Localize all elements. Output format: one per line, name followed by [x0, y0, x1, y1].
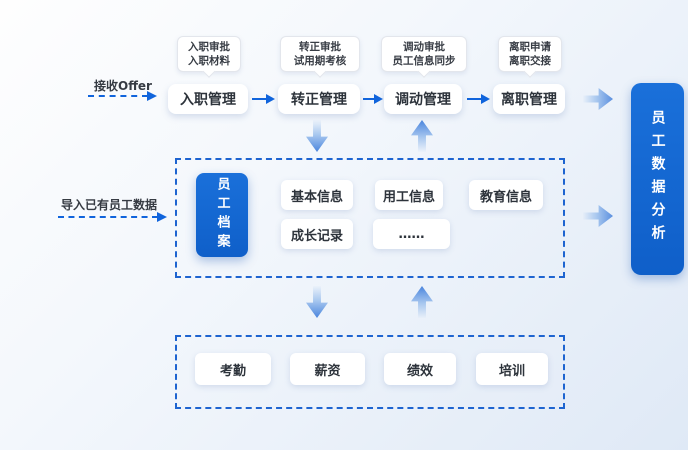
callout-line: 转正审批 [299, 41, 341, 53]
employee-archive-box: 员工档案 [196, 173, 248, 257]
callout-line: 入职审批 [188, 41, 230, 53]
gradient-arrow-down-icon [306, 286, 328, 318]
callout-line: 入职材料 [188, 55, 230, 67]
node-transfer-mgmt: 调动管理 [384, 84, 462, 114]
callout-line: 调动审批 [403, 41, 445, 53]
employee-data-analysis-box: 员工数据分析 [631, 83, 684, 275]
arrow-right-icon [363, 94, 383, 104]
card-training: 培训 [476, 353, 548, 385]
callout-line: 试用期考核 [293, 55, 347, 67]
gradient-arrow-up-icon [411, 286, 433, 318]
card-ellipsis: …… [373, 219, 450, 249]
node-resignation-mgmt: 离职管理 [493, 84, 565, 114]
card-performance: 绩效 [384, 353, 456, 385]
import-data-label: 导入已有员工数据 [60, 198, 157, 212]
callout-confirmation: 转正审批 试用期考核 [280, 36, 360, 78]
dashed-arrow-right-icon [88, 91, 157, 101]
gradient-arrow-right-icon [583, 205, 613, 227]
callout-transfer: 调动审批 员工信息同步 [381, 36, 467, 78]
card-attendance: 考勤 [195, 353, 271, 385]
card-basic-info: 基本信息 [281, 180, 353, 210]
callout-onboarding: 入职审批 入职材料 [177, 36, 241, 78]
gradient-arrow-up-icon [411, 120, 433, 152]
card-employment-info: 用工信息 [375, 180, 443, 210]
arrow-right-icon [467, 94, 490, 104]
callout-resignation: 离职申请 离职交接 [498, 36, 562, 78]
gradient-arrow-down-icon [306, 120, 328, 152]
dashed-arrow-right-icon [58, 212, 167, 222]
callout-line: 离职申请 [509, 41, 551, 53]
node-onboarding-mgmt: 入职管理 [168, 84, 248, 114]
callout-line: 离职交接 [509, 55, 551, 67]
card-payroll: 薪资 [290, 353, 365, 385]
receive-offer-label: 接收Offer [94, 79, 152, 93]
arrow-right-icon [252, 94, 275, 104]
card-education-info: 教育信息 [469, 180, 543, 210]
callout-line: 员工信息同步 [392, 55, 456, 67]
card-growth-record: 成长记录 [281, 219, 353, 249]
gradient-arrow-right-icon [583, 88, 613, 110]
node-confirmation-mgmt: 转正管理 [278, 84, 360, 114]
